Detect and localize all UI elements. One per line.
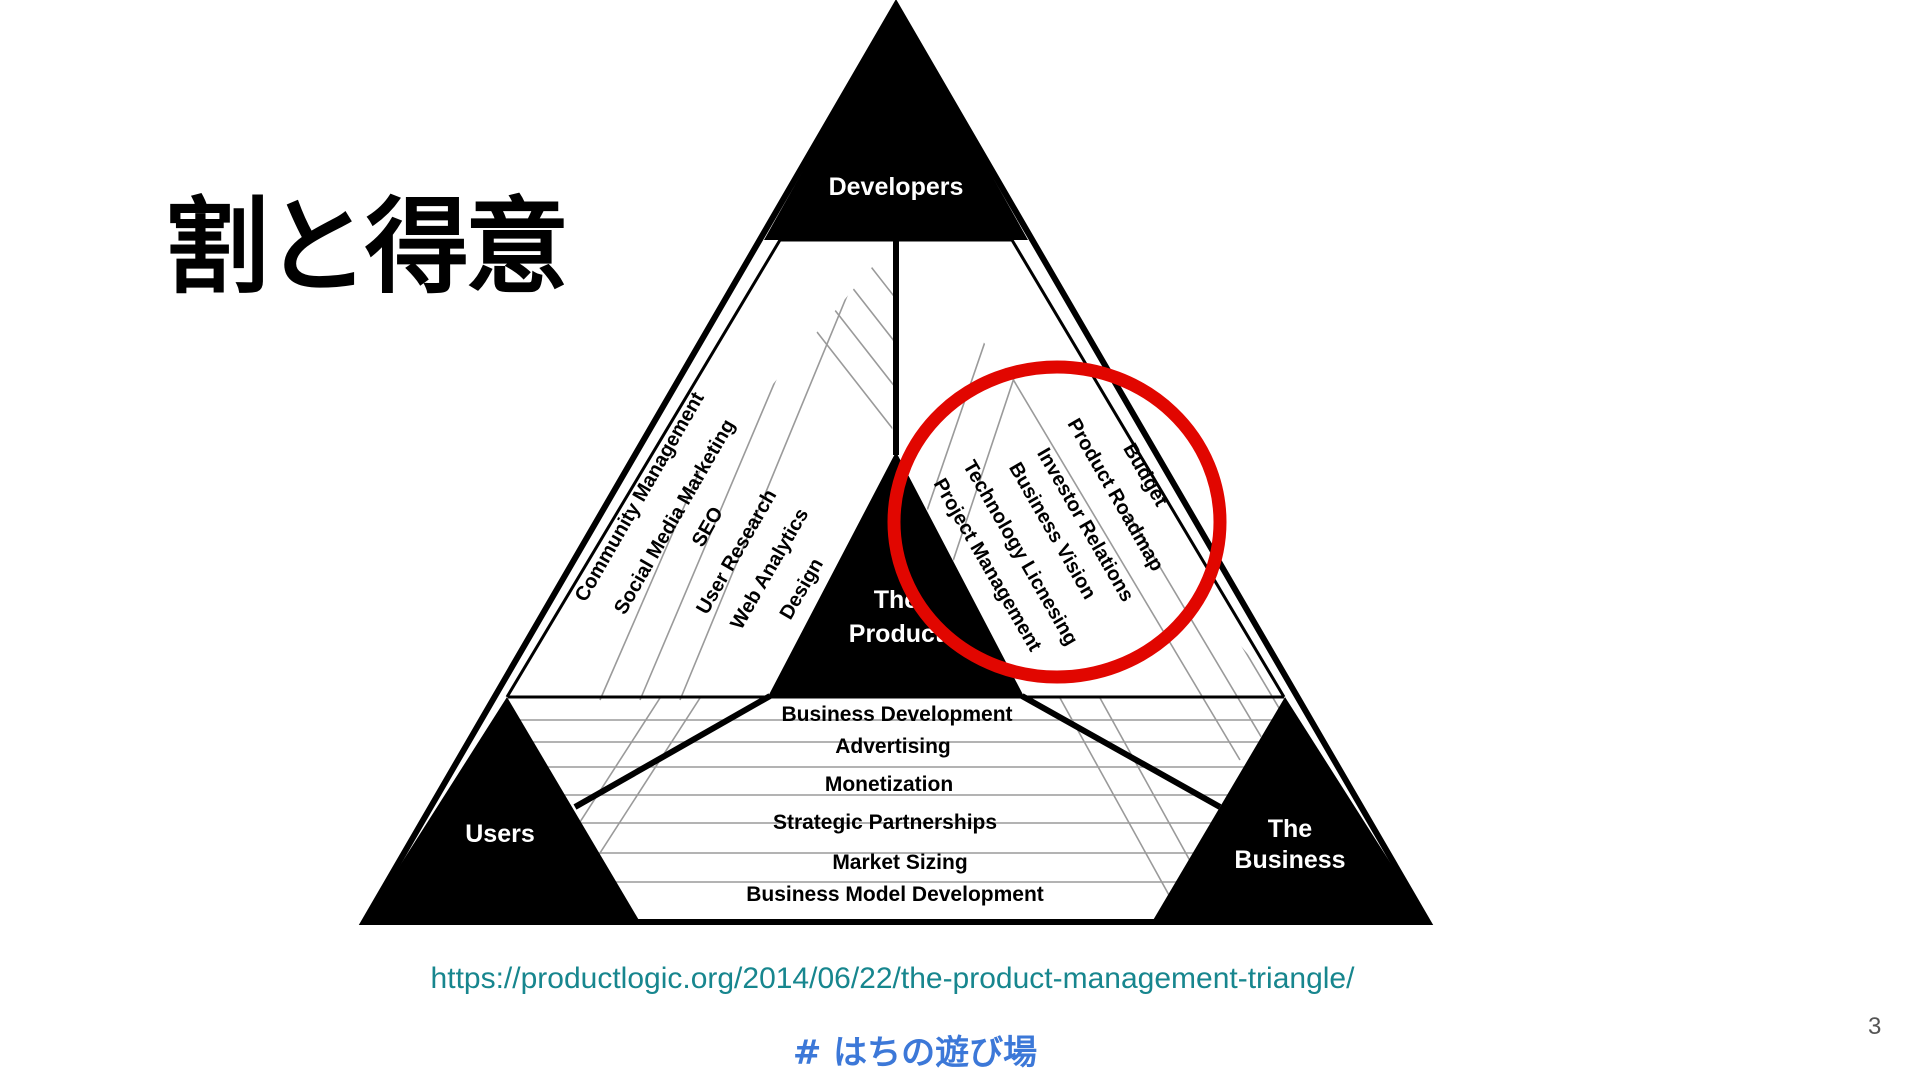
label-developers: Developers	[829, 173, 964, 201]
label-business-line1: The	[1268, 815, 1313, 843]
bottom-label-4: Strategic Partnerships	[773, 811, 997, 834]
product-center	[770, 455, 1022, 696]
highlight-circle	[887, 360, 1227, 684]
business-corner	[1152, 697, 1428, 922]
label-business-line2: Business	[1234, 846, 1345, 874]
label-users: Users	[465, 820, 535, 848]
bottom-band-labels: Business Development Advertising Monetiz…	[746, 703, 1044, 906]
source-link[interactable]: https://productlogic.org/2014/06/22/the-…	[430, 962, 1355, 995]
page-number: 3	[1868, 1013, 1882, 1040]
hashtag-label: # はちの遊び場	[792, 1033, 1038, 1073]
bottom-label-1: Business Development	[781, 703, 1012, 726]
slide-title: 割と得意	[165, 186, 569, 308]
developers-corner	[764, 5, 1028, 240]
users-corner	[364, 697, 640, 922]
bottom-label-5: Market Sizing	[832, 851, 967, 874]
bottom-label-3: Monetization	[825, 773, 953, 796]
bottom-label-2: Advertising	[835, 735, 951, 758]
bottom-label-6: Business Model Development	[746, 883, 1044, 906]
